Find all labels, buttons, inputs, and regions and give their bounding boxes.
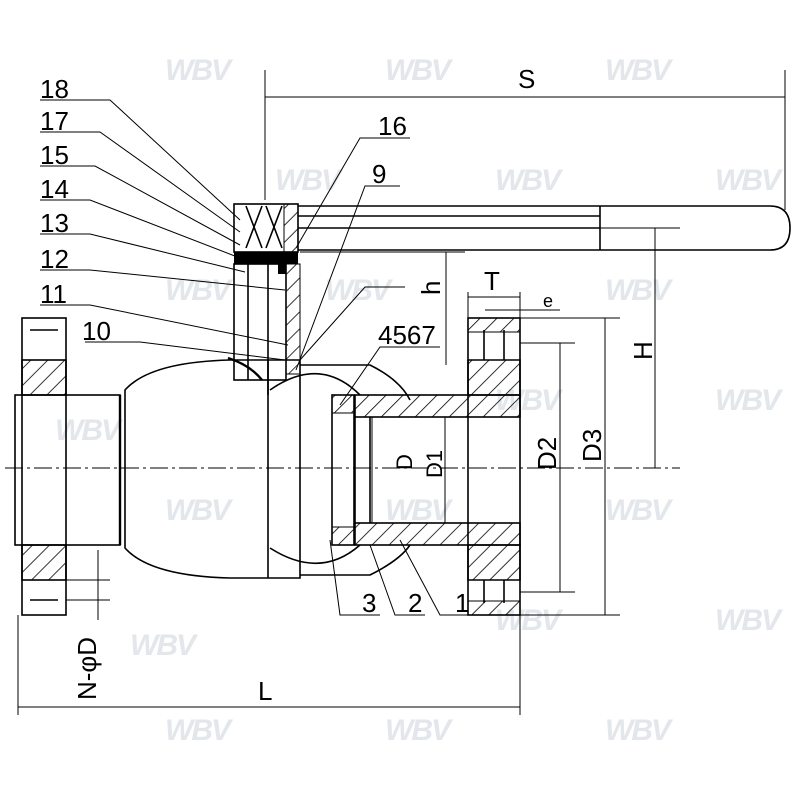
watermark: WBV: [605, 54, 674, 87]
label-part-9: 9: [372, 159, 386, 189]
label-part-16: 16: [378, 111, 407, 141]
watermark: WBV: [385, 494, 454, 527]
dim-H: H: [628, 341, 658, 360]
dim-D: D: [392, 454, 417, 470]
label-part-12: 12: [40, 244, 69, 274]
right-pipe: [354, 394, 521, 546]
label-part-10: 10: [82, 316, 111, 346]
watermark: WBV: [605, 714, 674, 747]
dimension-labels: S L T e H h D D1 D2 D3 N-φD: [72, 64, 658, 706]
part-labels: 18 17 15 14 13 12 11 10 16 9 4567 3 2 1: [40, 74, 469, 618]
watermark: WBV: [605, 494, 674, 527]
right-flange: [467, 317, 521, 616]
watermark: WBV: [165, 274, 234, 307]
watermark: WBV: [715, 384, 784, 417]
handle-lever: [298, 205, 791, 251]
label-part-3: 3: [362, 588, 376, 618]
watermark: WBV: [325, 274, 394, 307]
leader-lines: [40, 99, 470, 616]
dim-D1: D1: [422, 450, 447, 478]
dim-D2: D2: [532, 437, 562, 470]
label-part-1: 1: [455, 588, 469, 618]
watermark: WBV: [165, 714, 234, 747]
watermark: WBV: [385, 714, 454, 747]
label-part-15: 15: [40, 140, 69, 170]
seat-rings: [331, 394, 355, 546]
label-part-13: 13: [40, 208, 69, 238]
label-part-17: 17: [40, 106, 69, 136]
dim-e: e: [543, 291, 553, 311]
watermark: WBV: [715, 164, 784, 197]
watermark: WBV: [715, 604, 784, 637]
watermark: WBV: [275, 164, 344, 197]
dim-D3: D3: [577, 429, 607, 462]
watermark: WBV: [385, 54, 454, 87]
label-part-18: 18: [40, 74, 69, 104]
dim-N-phi-D: N-φD: [72, 637, 102, 700]
dim-h: h: [416, 281, 446, 295]
watermark: WBV: [130, 629, 199, 662]
stem-assembly: [233, 203, 301, 395]
watermark: WBV: [165, 494, 234, 527]
watermark: WBV: [165, 54, 234, 87]
watermark: WBV: [55, 414, 124, 447]
dim-S: S: [518, 64, 535, 94]
dim-T: T: [484, 266, 500, 296]
label-part-14: 14: [40, 174, 69, 204]
label-part-2: 2: [408, 588, 422, 618]
watermark-grid: WBV WBV WBV WBV WBV WBV WBV WBV WBV WBV …: [55, 54, 786, 747]
label-part-4567: 4567: [378, 320, 436, 350]
watermark: WBV: [605, 274, 674, 307]
label-part-11: 11: [40, 279, 67, 309]
left-flange: [14, 317, 122, 616]
watermark: WBV: [495, 164, 564, 197]
dim-L: L: [258, 676, 272, 706]
dimension-lines: [17, 70, 786, 715]
